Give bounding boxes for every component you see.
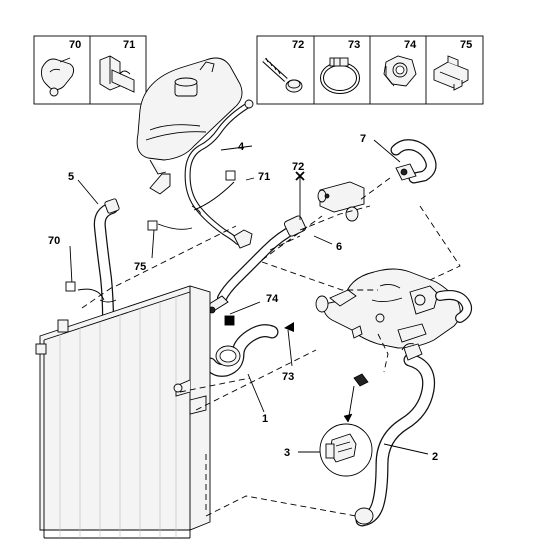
callout-4: 4 xyxy=(238,141,245,153)
marker-symbols xyxy=(65,170,305,332)
legend-label-74: 74 xyxy=(404,39,417,51)
hose-6 xyxy=(205,200,307,314)
marker-square-71 xyxy=(225,170,236,181)
callout-71: 71 xyxy=(258,171,270,183)
legend-label-72: 72 xyxy=(292,39,304,51)
callout-74: 74 xyxy=(266,293,279,305)
marker-triangle-73 xyxy=(284,322,294,332)
legend-group-right: 72 73 74 75 xyxy=(256,35,484,105)
marker-square-70 xyxy=(65,281,76,292)
callout-5: 5 xyxy=(68,171,74,183)
callout-3: 3 xyxy=(284,447,290,459)
hose-bracket-icon xyxy=(99,55,135,93)
fitting-3 xyxy=(319,373,373,477)
callout-7: 7 xyxy=(360,133,366,145)
marker-square-74 xyxy=(224,315,235,326)
hose-clamp-icon xyxy=(320,57,360,94)
callout-70: 70 xyxy=(48,235,60,247)
hose-2 xyxy=(354,343,436,527)
legend-label-75: 75 xyxy=(460,39,472,51)
expansion-tank xyxy=(136,57,243,186)
callout-73: 73 xyxy=(282,371,294,383)
clip-holder-icon xyxy=(433,55,469,91)
marker-cross-72 xyxy=(295,171,305,181)
bolt-icon xyxy=(262,57,303,93)
thermostat-housing xyxy=(315,268,473,351)
marker-square-75 xyxy=(147,220,158,231)
legend-label-71: 71 xyxy=(123,39,135,51)
hose-1 xyxy=(203,324,279,377)
callout-1: 1 xyxy=(262,413,268,425)
legend-label-70: 70 xyxy=(69,39,81,51)
callout-6: 6 xyxy=(336,241,342,253)
radiator xyxy=(35,285,211,539)
clip-icon xyxy=(41,57,75,97)
hose-7 xyxy=(390,139,437,184)
legend-label-73: 73 xyxy=(348,39,360,51)
callout-75: 75 xyxy=(134,261,146,273)
leader-lines xyxy=(69,139,461,517)
hex-nut-icon xyxy=(383,55,417,87)
callout-labels: 4 5 70 71 75 7 72 6 74 73 1 3 2 xyxy=(48,133,438,463)
legend-group-left: 70 71 xyxy=(33,35,147,105)
callout-2: 2 xyxy=(432,451,438,463)
pipe-connector xyxy=(317,181,365,222)
callout-72: 72 xyxy=(292,161,304,173)
